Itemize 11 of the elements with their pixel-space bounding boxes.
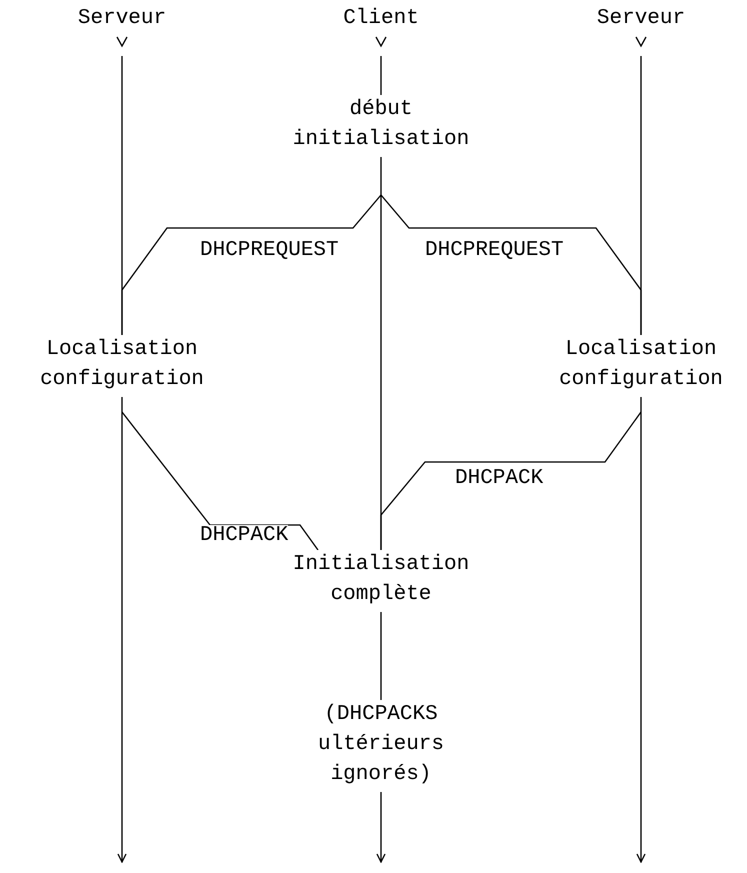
- message-line: [121, 194, 382, 335]
- message-line: [380, 194, 642, 335]
- message-line: [380, 412, 642, 550]
- lifeline: [380, 56, 382, 95]
- lifeline-arrow: [376, 792, 386, 863]
- message-label: DHCPREQUEST: [425, 240, 564, 262]
- lifeline: [380, 612, 382, 700]
- message-line: [121, 412, 319, 551]
- message-label: DHCPREQUEST: [200, 240, 339, 262]
- lifeline-arrow: [117, 397, 127, 863]
- lifeline-arrow: [636, 397, 646, 863]
